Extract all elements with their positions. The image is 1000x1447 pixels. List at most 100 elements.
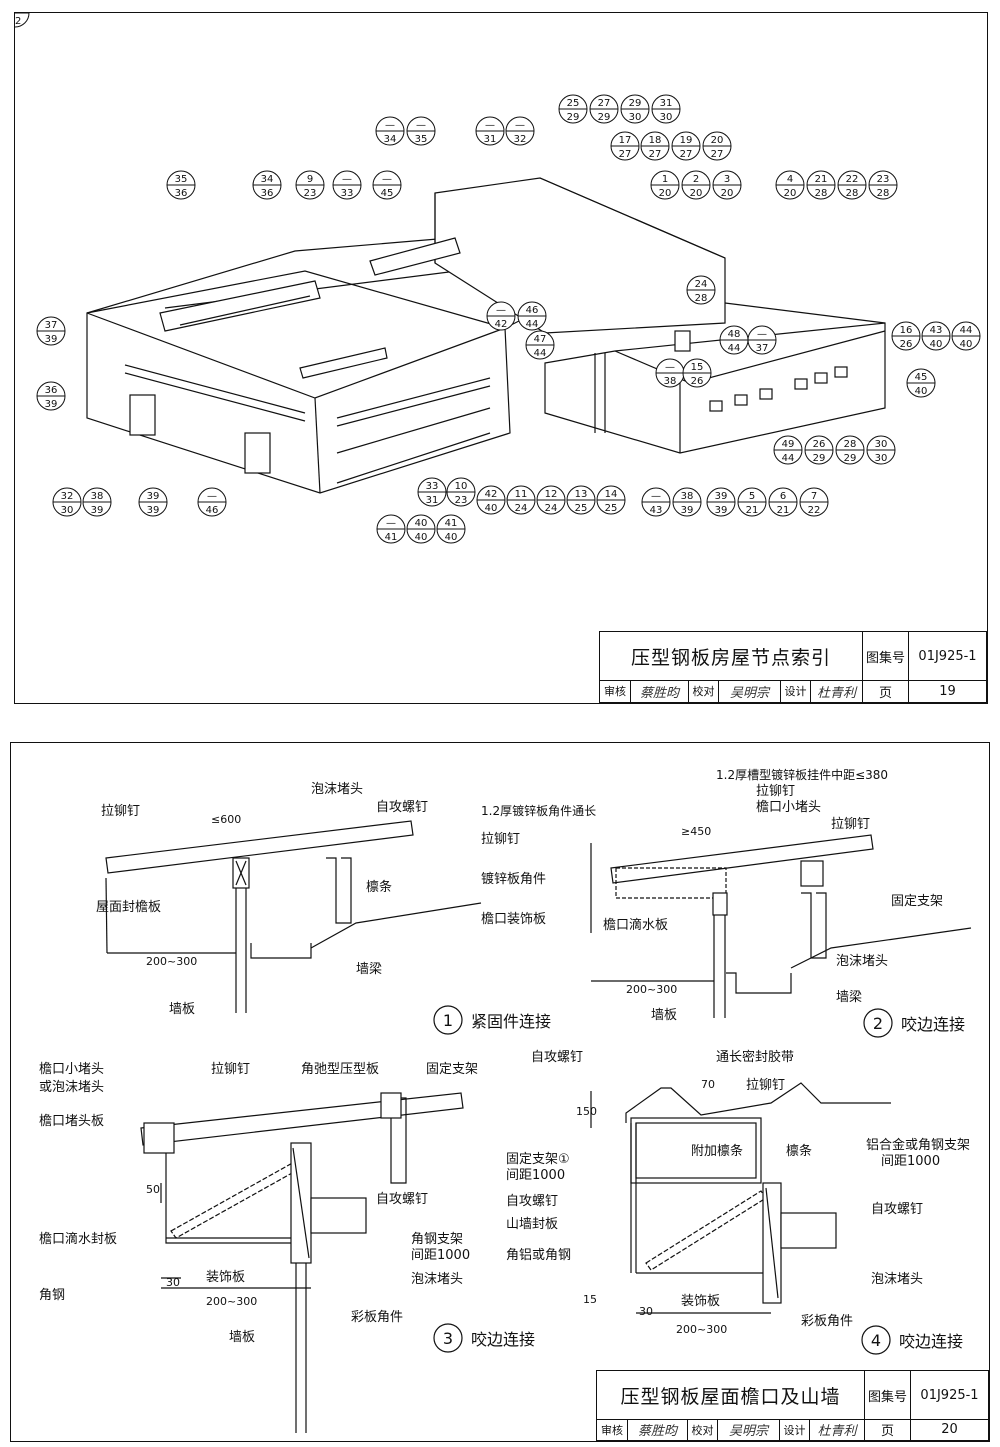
- index-callout: —45: [372, 170, 402, 200]
- callout-page-number: 40: [485, 503, 498, 514]
- title-block: 压型钢板屋面檐口及山墙 图集号 01J925-1 审核 蔡胜昀 校对 吴明宗 设…: [596, 1370, 989, 1441]
- callout-detail-number: 49: [782, 439, 795, 450]
- callout-detail-number: 25: [567, 98, 580, 109]
- d3-fixed-bracket-label: 固定支架: [426, 1062, 478, 1077]
- d4-self-screw-right-label: 自攻螺钉: [871, 1202, 923, 1217]
- callout-page-number: 32: [514, 134, 527, 145]
- detail-3-circle: [433, 1323, 463, 1353]
- detail-3-caption: 咬边连接: [471, 1330, 535, 1349]
- callout-page-number: 28: [846, 188, 859, 199]
- d3-color-angle-label: 彩板角件: [351, 1310, 403, 1325]
- callout-detail-number: —: [342, 174, 352, 185]
- callout-detail-number: 42: [485, 489, 498, 500]
- d3-angle-steel-label: 角钢: [39, 1288, 65, 1303]
- check-signature: 吴明宗: [718, 680, 780, 702]
- callout-detail-number: —: [651, 491, 661, 502]
- index-callout: —34: [375, 116, 405, 146]
- callout-detail-number: 38: [681, 491, 694, 502]
- d3-angle-bracket-label: 角钢支架: [411, 1232, 463, 1247]
- detail-4-caption: 咬边连接: [899, 1332, 963, 1351]
- d4-dim70-label: 70: [701, 1078, 715, 1091]
- d4-dim-label: 200~300: [676, 1323, 727, 1336]
- eave-details-drawing: 1 紧固件连接 2 咬边连接 3 咬边连接 4 咬边连接 泡沫堵头 拉铆钉 自攻…: [39, 767, 972, 1433]
- index-callout: 220: [681, 170, 711, 200]
- callout-page-number: 39: [715, 505, 728, 516]
- d2-hanger-label: 1.2厚槽型镀锌板挂件中距≤380: [716, 767, 888, 782]
- building-isometric-drawing: 35363436923—33—45—34—35—31—3225292729293…: [15, 13, 981, 544]
- d4-foam-label: 泡沫堵头: [871, 1272, 923, 1287]
- detail-2-number: 2: [873, 1014, 883, 1033]
- index-callout: —43: [641, 487, 671, 517]
- d2-rivet-top-label: 拉铆钉: [756, 784, 795, 799]
- design-signature: 杜青利: [810, 680, 862, 702]
- d3-drip-seal-label: 檐口滴水封板: [39, 1231, 117, 1247]
- callout-page-number: 20: [659, 188, 672, 199]
- atlas-label: 图集号: [864, 1371, 910, 1419]
- callout-page-number: 24: [515, 503, 528, 514]
- callout-page-number: 44: [534, 348, 547, 359]
- callout-page-number: 40: [930, 339, 943, 350]
- callout-page-number: 33: [341, 188, 354, 199]
- callout-page-number: 40: [960, 339, 973, 350]
- d4-self-screw-mid-label: 自攻螺钉: [506, 1194, 558, 1209]
- callout-detail-number: 46: [526, 305, 539, 316]
- callout-detail-number: —: [386, 518, 396, 529]
- d3-end-plate-label: 檐口堵头板: [39, 1114, 104, 1129]
- page-number: 19: [908, 680, 986, 702]
- d4-gable-closer-label: 山墙封板: [506, 1217, 558, 1232]
- callout-detail-number: —: [496, 305, 506, 316]
- check-label: 校对: [687, 1419, 717, 1440]
- index-callout: 923: [295, 170, 325, 200]
- d4-self-screw-top-label: 自攻螺钉: [531, 1050, 583, 1065]
- callout-page-number: 27: [711, 149, 724, 160]
- callout-detail-number: 21: [815, 174, 828, 185]
- detail-3-drawing: [140, 1092, 464, 1433]
- callout-detail-number: 9: [307, 174, 313, 185]
- check-signature: 吴明宗: [717, 1419, 779, 1440]
- d2-eave-deco-label: 檐口装饰板: [481, 912, 546, 927]
- d4-purlin-label: 檩条: [786, 1143, 812, 1159]
- d2-eave-plug-label: 檐口小堵头: [756, 800, 821, 815]
- callout-page-number: 20: [721, 188, 734, 199]
- d4-alu-bracket-label: 铝合金或角钢支架: [866, 1137, 970, 1153]
- callout-page-number: 30: [629, 112, 642, 123]
- callout-detail-number: 19: [680, 135, 693, 146]
- callout-page-number: 30: [875, 453, 888, 464]
- d2-rivet-right-label: 拉铆钉: [831, 817, 870, 832]
- design-signature: 杜青利: [809, 1419, 864, 1440]
- d4-deco-label: 装饰板: [681, 1294, 720, 1309]
- callout-page-number: 35: [415, 134, 428, 145]
- callout-detail-number: 23: [877, 174, 890, 185]
- callout-page-number: 29: [598, 112, 611, 123]
- building-outline: [86, 177, 886, 494]
- callout-detail-number: 41: [445, 518, 458, 529]
- d4-rivet-label: 拉铆钉: [746, 1078, 785, 1093]
- callout-page-number: 44: [728, 343, 741, 354]
- callout-detail-number: —: [385, 120, 395, 131]
- callout-page-number: 20: [784, 188, 797, 199]
- callout-detail-number: 5: [749, 491, 755, 502]
- callout-detail-number: 1: [662, 174, 668, 185]
- callout-page-number: 38: [664, 376, 677, 387]
- callout-page-number: 44: [782, 453, 795, 464]
- d2-fixed-bracket-label: 固定支架: [891, 894, 943, 909]
- callout-page-number: 22: [15, 16, 21, 27]
- callout-detail-number: 40: [415, 518, 428, 529]
- d3-self-screw-label: 自攻螺钉: [376, 1192, 428, 1207]
- d2-rivet-left-label: 拉铆钉: [481, 832, 520, 847]
